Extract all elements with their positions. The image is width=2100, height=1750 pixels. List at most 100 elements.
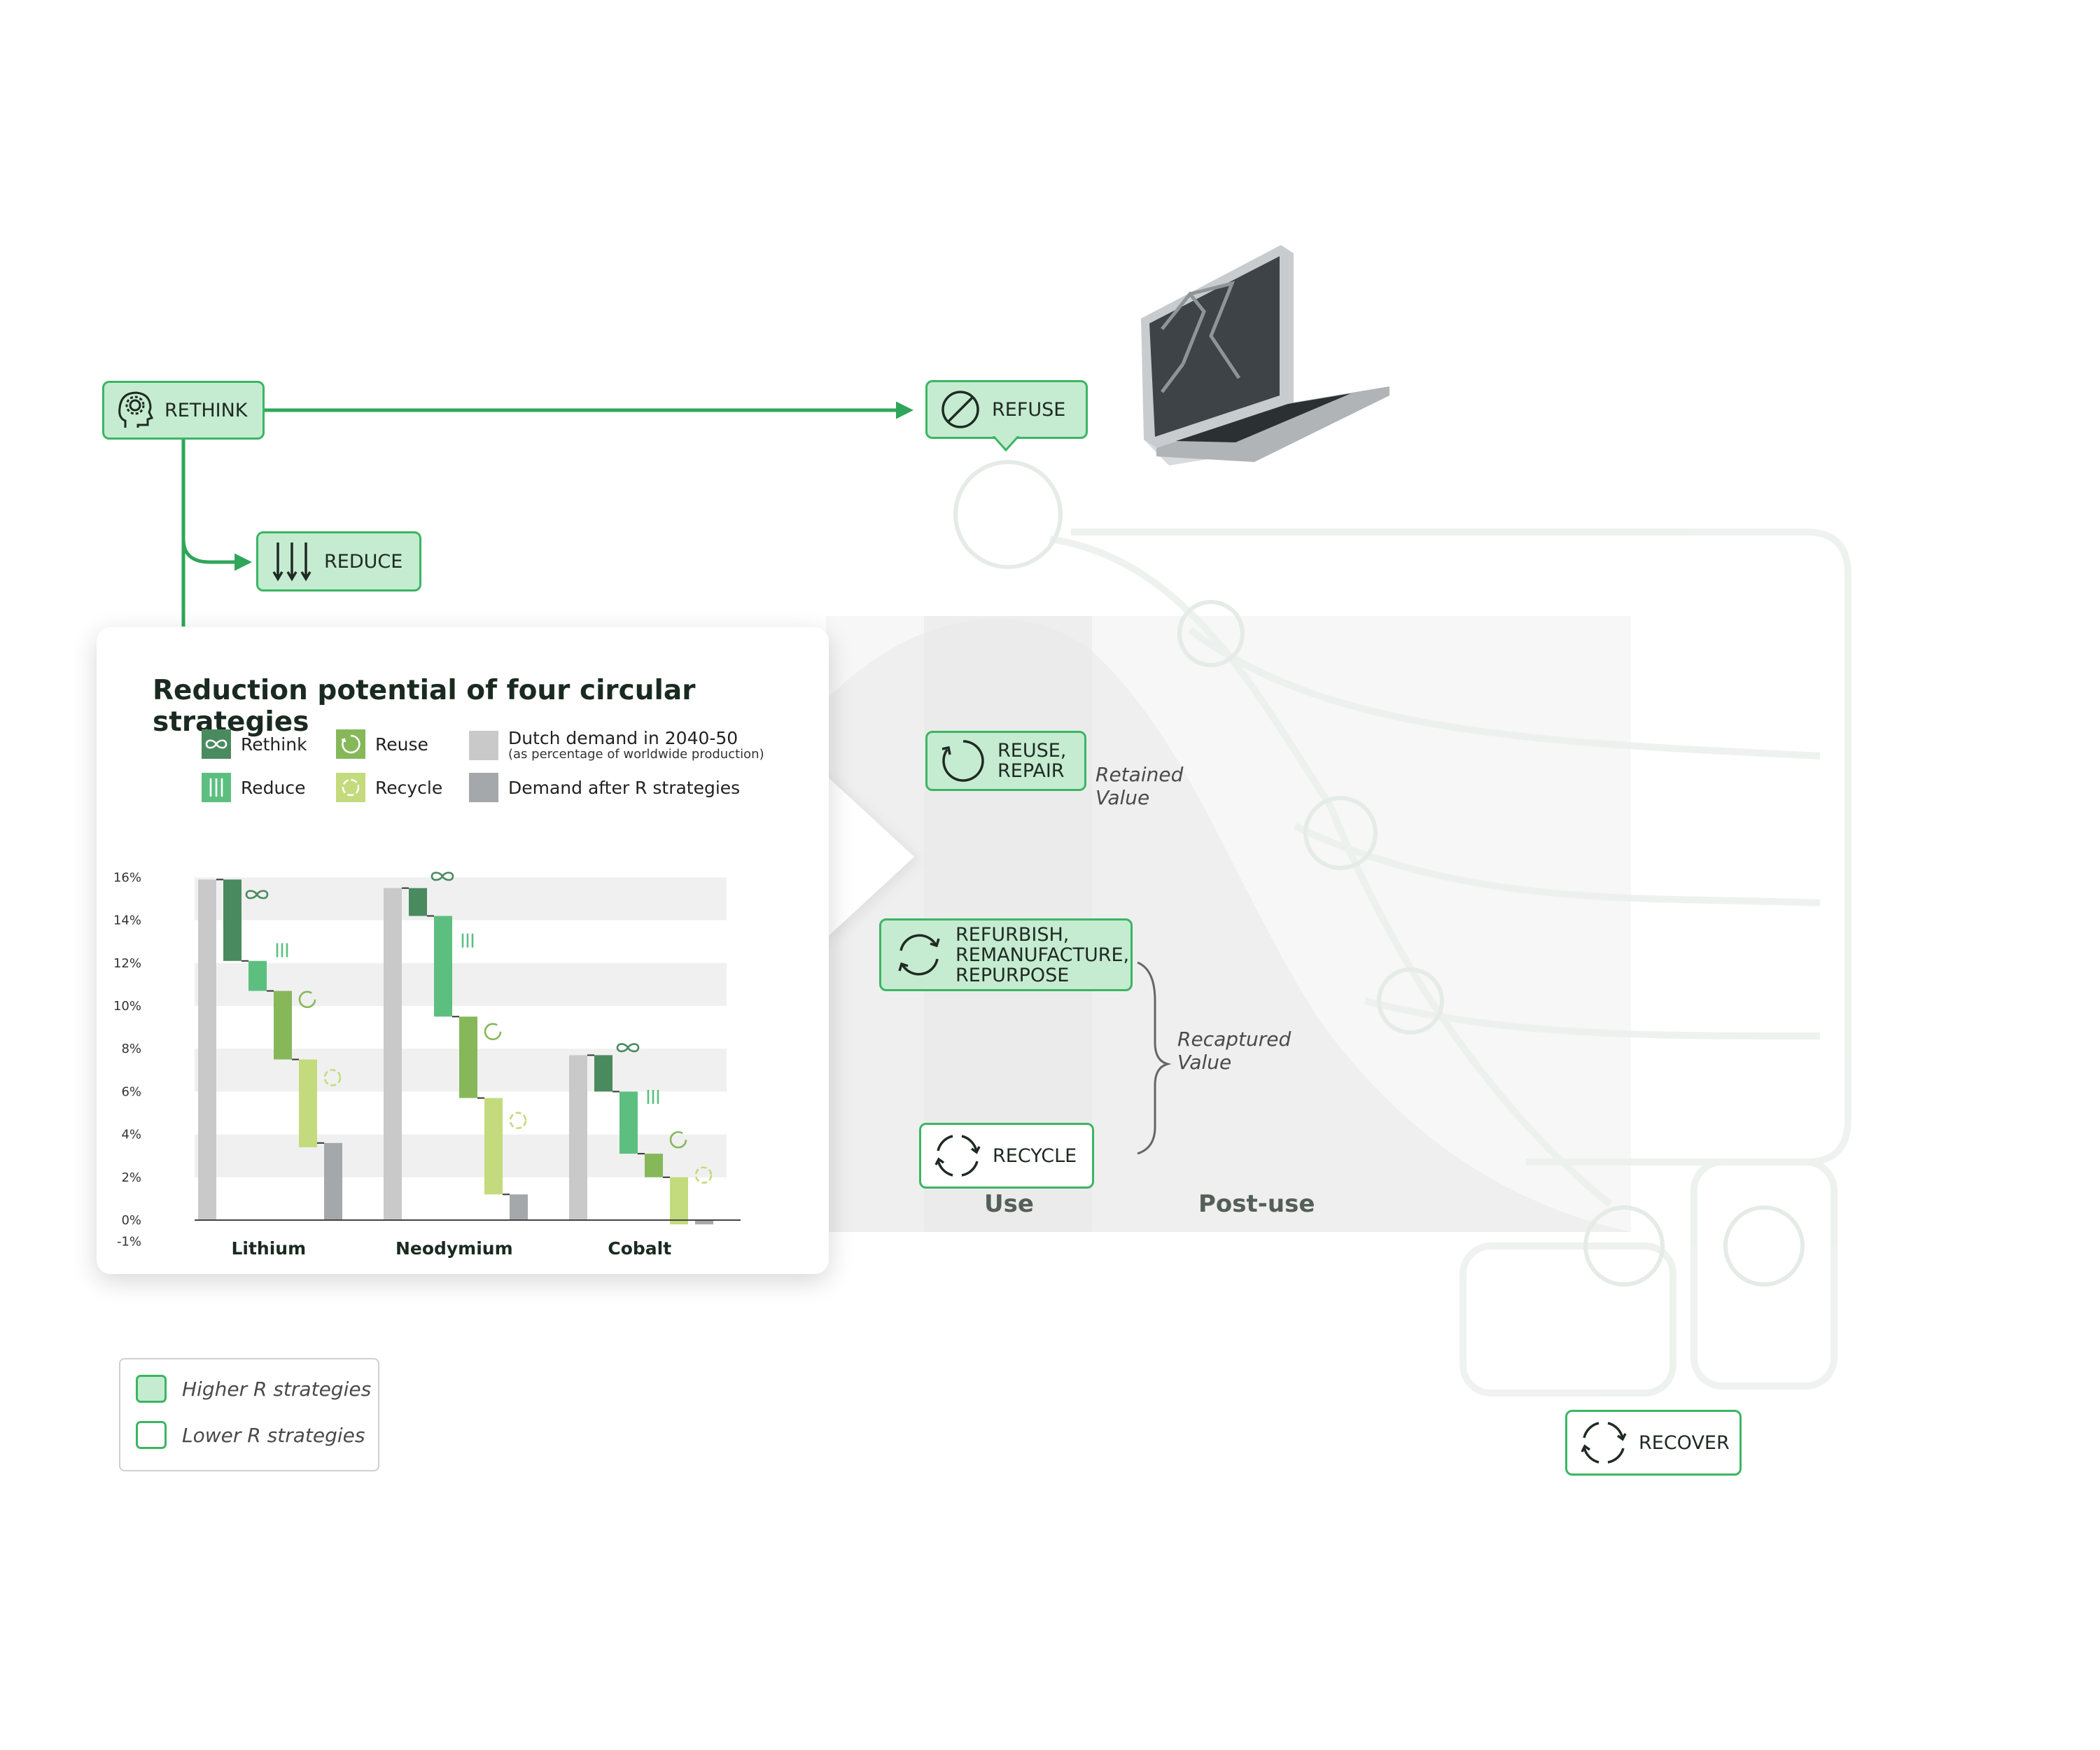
bar-recycle-neodymium: [484, 1098, 503, 1195]
bar-after-neodymium: [510, 1194, 528, 1220]
post-use-phase-label: Post-use: [1198, 1190, 1315, 1218]
recover-arrows-icon: [1581, 1422, 1627, 1464]
bar-rethink-neodymium: [409, 888, 427, 916]
rethink-to-reduce-arrow: [181, 538, 252, 571]
legend-item-after: Demand after R strategies: [469, 773, 740, 802]
bar-reduce-cobalt: [620, 1091, 638, 1154]
legend-item-rethink: Rethink: [202, 729, 307, 759]
grid-band: [195, 1134, 727, 1177]
legend-label-reduce: Reduce: [241, 777, 306, 798]
y-tick-label: -1%: [117, 1235, 141, 1250]
reduce-box: REDUCE: [256, 531, 421, 592]
bar-reuse-cobalt: [645, 1154, 663, 1177]
reuse-circle-icon: [298, 990, 316, 1009]
broken-laptop-illustration: [1141, 245, 1390, 465]
retained-value-line-1: Retained: [1096, 763, 1184, 786]
chart-card: Reduction potential of four circular str…: [97, 627, 829, 1274]
legend-item-reduce: Reduce: [202, 773, 305, 802]
recaptured-value-line-2: Value: [1177, 1051, 1232, 1074]
bar-after-lithium: [324, 1142, 342, 1220]
infinity-icon: [430, 872, 454, 881]
reuse-circle-icon: [341, 734, 360, 754]
reuse-circle-icon: [941, 740, 984, 782]
recycle-dashed-circle-icon: [509, 1112, 527, 1130]
recycle-dashed-circle-icon: [342, 778, 360, 797]
y-tick-label: 14%: [113, 913, 141, 928]
bar-rethink-cobalt: [594, 1055, 612, 1092]
faded-icons: [953, 460, 1805, 1287]
legend-item-demand: Dutch demand in 2040-50 (as percentage o…: [469, 729, 764, 762]
recover-box: RECOVER: [1565, 1410, 1742, 1476]
lower-r-swatch: [136, 1421, 167, 1449]
lower-r-legend-item: Lower R strategies: [136, 1421, 365, 1449]
reduce-bars-icon: [276, 943, 288, 958]
refuse-box: REFUSE: [925, 380, 1088, 439]
refurbish-label-1: REFURBISH,: [955, 923, 1070, 946]
y-tick-label: 12%: [113, 956, 141, 971]
refurbish-cycle-icon: [898, 934, 940, 976]
lower-r-label: Lower R strategies: [182, 1423, 365, 1447]
recaptured-value-note: Recaptured Value: [1177, 1028, 1291, 1074]
category-label: Lithium: [231, 1238, 306, 1259]
legend-sublabel-demand: (as percentage of worldwide production): [508, 747, 764, 762]
recycle-label: RECYCLE: [993, 1144, 1077, 1167]
legend-item-reuse: Reuse: [336, 729, 428, 759]
refurbish-box: REFURBISH, REMANUFACTURE, REPURPOSE: [879, 918, 1133, 991]
head-gear-icon: [118, 391, 153, 428]
y-tick-label: 16%: [113, 870, 141, 885]
reuse-repair-box: REUSE, REPAIR: [925, 731, 1086, 791]
chart-card-pointer: [823, 773, 914, 941]
legend-swatch-reduce: [202, 773, 231, 802]
bar-reuse-neodymium: [459, 1016, 477, 1098]
reduce-bars-icon: [209, 778, 223, 797]
legend-swatch-after: [469, 773, 498, 802]
legend-swatch-recycle: [336, 773, 365, 802]
legend-label-after: Demand after R strategies: [508, 777, 741, 798]
reduce-bars-icon: [461, 933, 474, 948]
legend-label-demand: Dutch demand in 2040-50: [508, 728, 738, 748]
faded-lifecycle-lines: [1049, 528, 1851, 1396]
infinity-icon: [616, 1043, 640, 1053]
rethink-box: RETHINK: [102, 381, 265, 440]
reduce-label: REDUCE: [324, 550, 403, 573]
y-tick-label: 8%: [121, 1042, 141, 1056]
y-tick-label: 4%: [121, 1128, 141, 1142]
y-tick-label: 0%: [121, 1213, 141, 1228]
rethink-label: RETHINK: [164, 399, 248, 421]
reuse-circle-icon: [484, 1023, 502, 1041]
refurbish-label-2: REMANUFACTURE,: [955, 944, 1130, 966]
higher-r-swatch: [136, 1375, 167, 1403]
legend-label-reuse: Reuse: [375, 734, 428, 755]
higher-r-legend-item: Higher R strategies: [136, 1375, 371, 1403]
category-label: Neodymium: [396, 1238, 513, 1259]
higher-r-label: Higher R strategies: [182, 1377, 372, 1401]
bar-recycle-lithium: [299, 1059, 317, 1147]
retained-value-note: Retained Value: [1096, 763, 1183, 809]
bar-recycle-cobalt: [670, 1177, 688, 1225]
infinity-icon: [245, 890, 269, 899]
bar-demand-lithium: [198, 879, 216, 1220]
bar-after-cobalt: [695, 1220, 713, 1225]
reduce-bars-icon: [647, 1090, 659, 1105]
refuse-box-pointer: [992, 436, 1020, 452]
reduce-arrows-icon: [272, 542, 312, 582]
legend-item-recycle: Recycle: [336, 773, 442, 802]
reuse-circle-icon: [669, 1130, 687, 1149]
infinity-icon: [205, 739, 227, 749]
legend-label-recycle: Recycle: [375, 777, 443, 798]
bar-rethink-lithium: [223, 879, 241, 961]
refuse-label: REFUSE: [992, 398, 1066, 421]
reuse-repair-label-2: REPAIR: [997, 760, 1065, 782]
category-label: Cobalt: [608, 1238, 671, 1259]
reuse-repair-label-1: REUSE,: [997, 740, 1067, 762]
legend-swatch-rethink: [202, 729, 231, 759]
recycle-box: RECYCLE: [919, 1123, 1094, 1189]
y-tick-label: 2%: [121, 1170, 141, 1185]
recycle-arrows-icon: [934, 1135, 981, 1177]
y-tick-label: 6%: [121, 1084, 141, 1099]
bar-reduce-neodymium: [434, 916, 452, 1017]
grid-band: [195, 877, 727, 920]
recycle-dashed-circle-icon: [323, 1069, 342, 1086]
